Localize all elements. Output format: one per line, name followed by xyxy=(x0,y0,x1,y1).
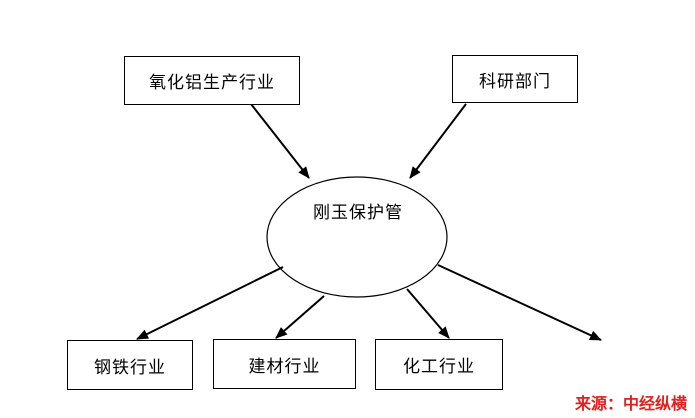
node-building-materials-industry-label: 建材行业 xyxy=(248,356,321,377)
center-node-label: 刚玉保护管 xyxy=(313,203,403,223)
node-steel-industry: 钢铁行业 xyxy=(67,340,193,390)
arrow-center-to-steel xyxy=(136,266,284,340)
node-alumina-industry-label: 氧化铝生产行业 xyxy=(149,73,275,93)
source-note: 来源：中经纵横 xyxy=(574,394,687,413)
arrow-center-to-building xyxy=(275,295,325,339)
center-ellipse xyxy=(266,176,448,298)
node-steel-industry-label: 钢铁行业 xyxy=(94,357,166,378)
arrow-center-to-chemical xyxy=(406,288,450,339)
node-building-materials-industry: 建材行业 xyxy=(213,339,356,389)
node-chemical-industry-label: 化工行业 xyxy=(403,357,475,377)
node-alumina-industry: 氧化铝生产行业 xyxy=(124,56,300,105)
arrow-research-to-center xyxy=(409,103,467,179)
node-chemical-industry: 化工行业 xyxy=(375,339,503,390)
arrow-center-to-other xyxy=(437,264,602,341)
node-research-department: 科研部门 xyxy=(452,55,578,103)
node-research-department-label: 科研部门 xyxy=(479,71,551,92)
arrow-alumina-to-center xyxy=(250,103,310,179)
